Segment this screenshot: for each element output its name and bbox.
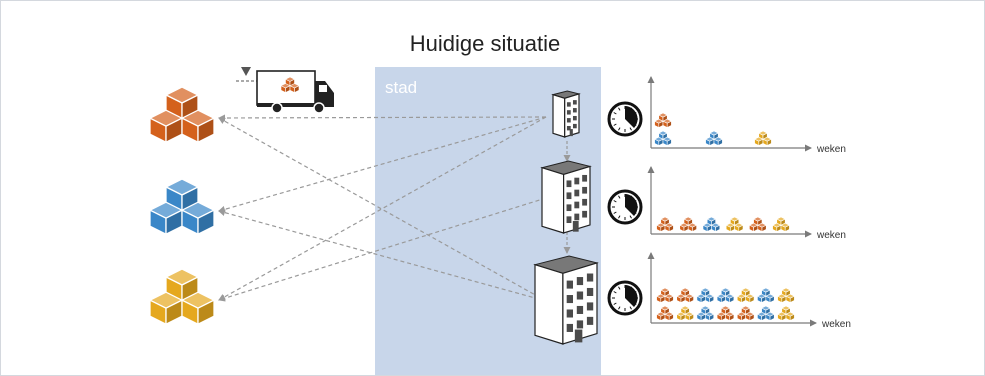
delivery-orange [676, 287, 695, 303]
yellow-warehouse-icon [148, 268, 216, 326]
delivery-blue [696, 287, 715, 303]
blue-warehouse-icon [148, 178, 216, 236]
delivery-blue [702, 216, 721, 232]
delivery-yellow [676, 305, 695, 321]
delivery-orange [653, 112, 673, 128]
delivery-orange [679, 216, 698, 232]
stopwatch-icon [607, 280, 643, 316]
timeline-small: weken [647, 76, 846, 155]
delivery-orange [748, 216, 767, 232]
delivery-blue [696, 305, 715, 321]
delivery-blue [653, 130, 673, 146]
medium-building-icon [540, 160, 592, 234]
delivery-yellow [753, 130, 773, 146]
delivery-orange [655, 287, 675, 303]
timeline-large: weken [647, 252, 851, 330]
delivery-yellow [771, 216, 791, 232]
small-building-icon [551, 90, 581, 138]
axis-label-weken: weken [816, 230, 846, 241]
building-group [533, 90, 599, 345]
delivery-yellow [725, 216, 744, 232]
delivery-arrows [218, 114, 571, 302]
delivery-orange [736, 305, 755, 321]
delivery-route-arrow [218, 197, 547, 302]
truck-icon [236, 67, 334, 114]
city-label: stad [385, 78, 417, 97]
timeline-medium: weken [647, 166, 846, 241]
delivery-blue [716, 287, 735, 303]
warehouse-group [148, 86, 216, 326]
large-building-icon [533, 255, 599, 345]
clock-group [607, 101, 643, 316]
axis-label-weken: weken [821, 319, 851, 330]
axis-label-weken: weken [816, 144, 846, 155]
delivery-orange [655, 305, 675, 321]
delivery-blue [704, 130, 724, 146]
diagram-title: Huidige situatie [410, 31, 560, 56]
orange-warehouse-icon [148, 86, 216, 144]
delivery-yellow [776, 305, 796, 321]
delivery-route-arrow [218, 116, 547, 213]
delivery-route-arrow [218, 114, 547, 122]
delivery-blue [756, 287, 775, 303]
delivery-blue [756, 305, 775, 321]
delivery-orange [655, 216, 675, 232]
timeline-group: weken weken weken [647, 76, 851, 330]
stopwatch-icon [607, 189, 643, 225]
stopwatch-icon [607, 101, 643, 137]
delivery-route-arrow [218, 209, 547, 302]
delivery-yellow [776, 287, 796, 303]
delivery-yellow [736, 287, 755, 303]
delivery-orange [716, 305, 735, 321]
